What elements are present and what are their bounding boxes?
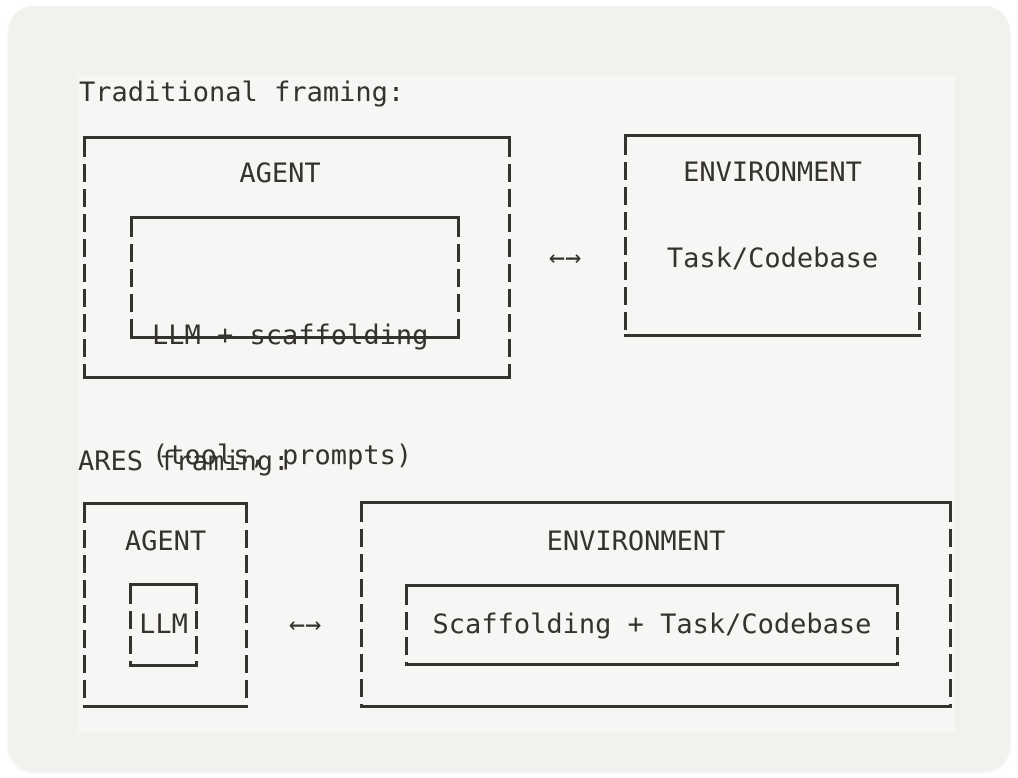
traditional-agent-label: AGENT: [239, 158, 321, 189]
ares-llm-label: LLM: [139, 609, 188, 640]
ares-agent-box: AGENT LLM: [83, 502, 248, 708]
diagram-content-panel: [78, 76, 955, 732]
traditional-environment-body: Task/Codebase: [666, 243, 879, 274]
left-right-arrow-icon: ←→: [548, 242, 582, 273]
traditional-agent-inner-line2: (tools, prompts): [152, 440, 413, 471]
traditional-agent-inner-box: LLM + scaffolding (tools, prompts): [130, 216, 460, 471]
traditional-agent-box: AGENT LLM + scaffolding (tools, prompts): [83, 136, 511, 471]
ares-environment-box: ENVIRONMENT Scaffolding + Task/Codebase: [360, 501, 952, 708]
traditional-agent-inner-text: LLM + scaffolding (tools, prompts): [152, 236, 428, 556]
ares-framing-heading: ARES framing:: [78, 446, 290, 477]
ares-agent-label: AGENT: [124, 526, 207, 557]
ares-environment-inner-text: Scaffolding + Task/Codebase: [432, 609, 872, 640]
ares-environment-label: ENVIRONMENT: [546, 526, 726, 557]
traditional-framing-heading: Traditional framing:: [79, 77, 405, 108]
ares-environment-inner-box: Scaffolding + Task/Codebase: [405, 584, 899, 666]
traditional-environment-box: ENVIRONMENT Task/Codebase: [624, 134, 921, 337]
traditional-environment-label: ENVIRONMENT: [683, 157, 862, 188]
diagram-card: Traditional framing: AGENT LLM + scaffol…: [8, 6, 1010, 772]
traditional-agent-inner-line1: LLM + scaffolding: [152, 320, 429, 351]
left-right-arrow-icon: ←→: [288, 609, 322, 640]
ares-llm-inner-box: LLM: [129, 583, 198, 667]
